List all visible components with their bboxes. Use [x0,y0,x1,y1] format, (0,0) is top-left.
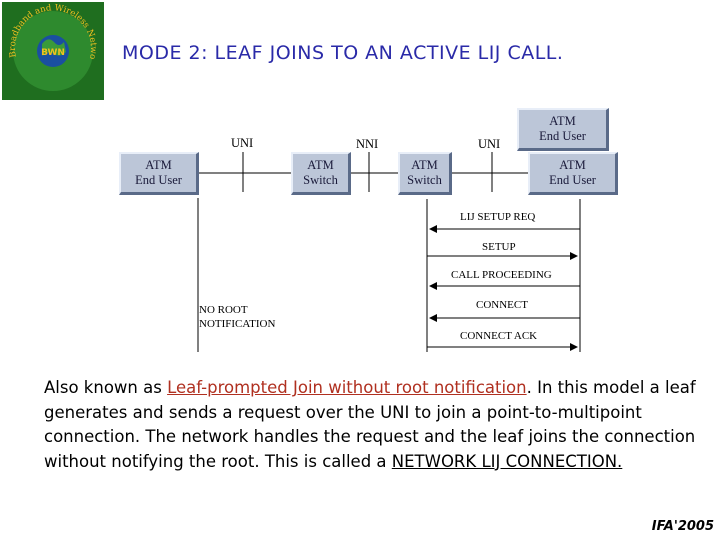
interface-label-nni: NNI [356,137,379,151]
bwn-lab-logo: BWN Broadband and Wireless Networking La… [2,2,104,100]
interface-label-uni-right: UNI [478,137,501,151]
entity-atm-switch-2: ATM Switch [398,152,452,195]
entity-atm-end-user-top: ATM End User [517,108,609,151]
logo-center-text: BWN [41,48,65,58]
network-lij-connection-term: NETWORK LIJ CONNECTION. [391,451,623,471]
entity-atm-end-user-right: ATM End User [528,152,618,195]
msg-label-call-proceeding: CALL PROCEEDING [451,269,552,281]
entity-atm-switch-1: ATM Switch [291,152,351,195]
author-signature: IFA'2005 [651,519,714,534]
leaf-prompted-join-term: Leaf-prompted Join without root notifica… [167,378,527,397]
description-paragraph: Also known as Leaf-prompted Join without… [44,378,696,471]
msg-label-setup: SETUP [482,241,516,253]
interface-label-uni-left: UNI [231,136,254,150]
msg-label-connect-ack: CONNECT ACK [460,330,538,342]
msg-label-connect: CONNECT [476,299,528,311]
slide-title: MODE 2: LEAF JOINS TO AN ACTIVE LIJ CALL… [122,42,564,64]
no-root-notification-note: NO ROOT NOTIFICATION [199,304,276,330]
entity-atm-end-user-left: ATM End User [119,152,199,195]
msg-label-lij-setup-req: LIJ SETUP REQ [460,211,536,223]
